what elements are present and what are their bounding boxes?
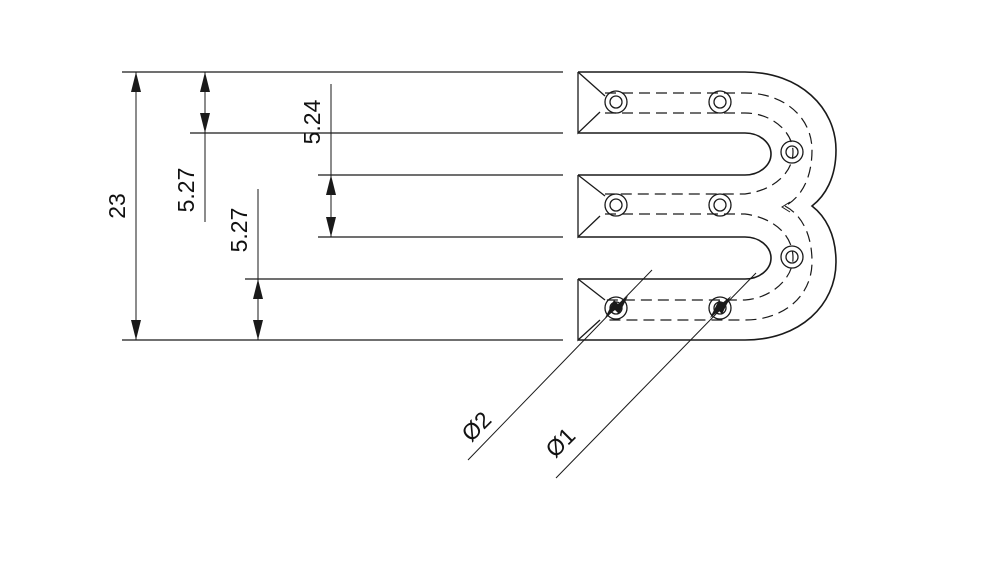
dimension-hole-inner: Ø1 xyxy=(540,272,757,479)
dim-text-pitch-1: 5.27 xyxy=(173,168,199,213)
hole-6 xyxy=(780,245,804,269)
dimension-overall-height: 23 xyxy=(104,72,141,340)
plate-lines xyxy=(122,71,563,341)
b-shape-outline xyxy=(577,71,837,342)
dashed-channel xyxy=(605,92,813,321)
dimension-pitch-1: 5.27 xyxy=(173,72,210,222)
hole-2 xyxy=(708,90,732,114)
hole-5 xyxy=(708,193,732,217)
dim-text-overall-height: 23 xyxy=(104,193,130,219)
dim-text-gap: 5.24 xyxy=(299,99,325,144)
holes xyxy=(604,90,804,320)
dimension-pitch-2: 5.27 xyxy=(226,189,263,340)
dim-text-hole-inner: Ø1 xyxy=(540,422,580,462)
dim-text-pitch-2: 5.27 xyxy=(226,208,252,253)
hole-1 xyxy=(604,90,628,114)
dim-text-hole-outer: Ø2 xyxy=(456,406,496,446)
dimension-gap: 5.24 xyxy=(299,84,336,237)
hole-4 xyxy=(604,193,628,217)
hole-3 xyxy=(780,140,804,164)
